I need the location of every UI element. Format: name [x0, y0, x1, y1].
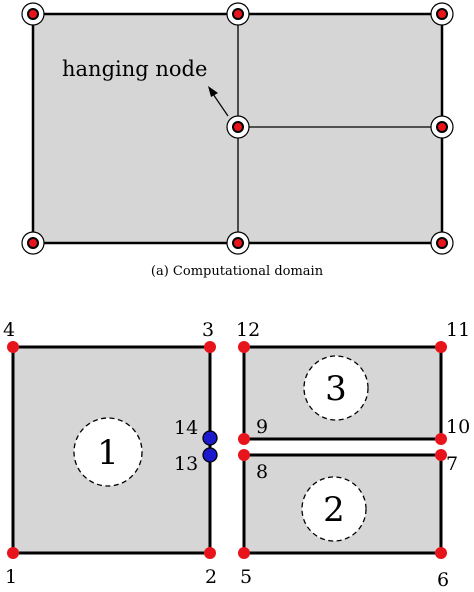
- domain-node: [21, 231, 45, 255]
- node-label-9: 9: [256, 416, 268, 438]
- hanging-node: [226, 115, 250, 139]
- node-label-2: 2: [205, 566, 217, 588]
- domain-nodes: [21, 2, 454, 255]
- node-label-6: 6: [437, 569, 449, 591]
- domain-caption: (a) Computational domain: [151, 264, 324, 279]
- node-10: [435, 433, 447, 445]
- element-3-label: 3: [325, 369, 347, 409]
- node-label-12: 12: [236, 319, 260, 341]
- node-label-13: 13: [174, 453, 198, 475]
- annotation-arrow-line: [212, 93, 229, 117]
- element-1-label: 1: [97, 433, 119, 473]
- computational-domain: hanging node (a) Computational domain: [21, 2, 454, 279]
- node-label-1: 1: [5, 566, 17, 588]
- node-4: [7, 341, 19, 353]
- hanging-node-label: hanging node: [62, 57, 207, 81]
- domain-node: [226, 231, 250, 255]
- node-12: [238, 341, 250, 353]
- node-label-7: 7: [446, 453, 458, 475]
- node-2: [204, 547, 216, 559]
- node-6: [435, 547, 447, 559]
- annotation-arrowhead: [208, 86, 218, 97]
- node-7: [435, 449, 447, 461]
- node-label-11: 11: [446, 319, 470, 341]
- domain-node: [430, 231, 454, 255]
- node-5: [238, 547, 250, 559]
- node-labels: 1 2 3 4 5 6 7 8 9 10 11 12 13 14: [3, 319, 470, 591]
- elements-2-3-block: 3 2: [238, 341, 447, 559]
- node-9: [238, 433, 250, 445]
- node-label-5: 5: [240, 566, 252, 588]
- domain-node: [430, 115, 454, 139]
- node-1: [7, 547, 19, 559]
- node-11: [435, 341, 447, 353]
- node-8: [238, 449, 250, 461]
- node-label-14: 14: [174, 417, 198, 439]
- node-label-3: 3: [202, 319, 214, 341]
- node-3: [204, 341, 216, 353]
- node-label-4: 4: [3, 319, 15, 341]
- element-1-circle: [73, 417, 143, 487]
- domain-node: [430, 2, 454, 26]
- element-1-block: 1: [7, 341, 218, 559]
- node-14: [202, 430, 218, 446]
- element-3-circle: [303, 355, 369, 421]
- element-2-label: 2: [323, 490, 345, 530]
- node-label-8: 8: [256, 461, 268, 483]
- node-13: [202, 447, 218, 463]
- domain-node: [21, 2, 45, 26]
- domain-node: [226, 2, 250, 26]
- node-label-10: 10: [446, 416, 470, 438]
- element-2-circle: [301, 476, 367, 542]
